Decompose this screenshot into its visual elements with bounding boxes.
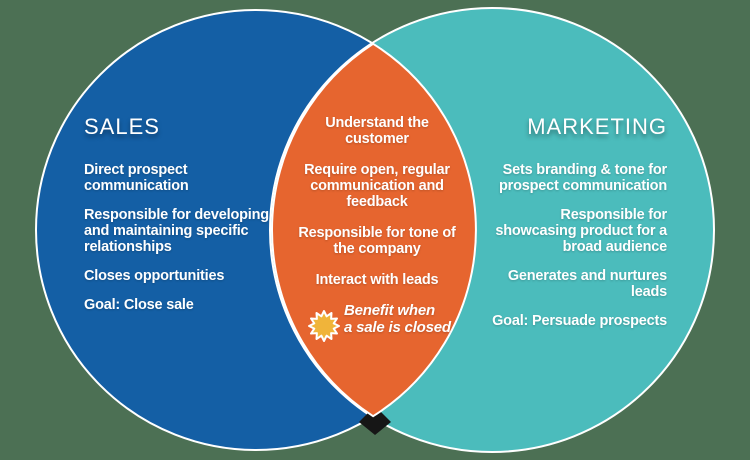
overlap-item-1: Understand the customer <box>277 115 477 147</box>
text-line: Responsible for tone of <box>298 225 456 241</box>
marketing-item-1: Sets branding & tone for prospect commun… <box>457 162 667 194</box>
sales-item-1: Direct prospect communication <box>84 162 294 194</box>
overlap-item-4: Interact with leads <box>277 272 477 288</box>
text-line: Benefit when <box>344 302 435 319</box>
text-line: Responsible for <box>560 207 667 223</box>
text-line: Responsible for developing <box>84 207 269 223</box>
text-line: Understand the <box>325 115 429 131</box>
overlap-region-content: Understand the customer Require open, re… <box>277 115 477 303</box>
text-line: Goal: Persuade prospects <box>492 313 667 329</box>
overlap-item-3: Responsible for tone of the company <box>277 225 477 257</box>
text-line: the company <box>333 241 421 257</box>
text-line: leads <box>630 284 667 300</box>
marketing-region-content: MARKETING Sets branding & tone for prosp… <box>457 112 667 342</box>
marketing-item-4: Goal: Persuade prospects <box>457 313 667 329</box>
text-line: showcasing product for a <box>495 223 667 239</box>
benefit-callout: Benefit when a sale is closed <box>344 302 451 336</box>
marketing-item-3: Generates and nurtures leads <box>457 268 667 300</box>
text-line: prospect communication <box>498 178 667 194</box>
text-line: communication <box>84 178 189 194</box>
text-line: feedback <box>346 194 408 210</box>
text-line: Generates and nurtures <box>507 268 667 284</box>
text-line: Interact with leads <box>315 272 439 288</box>
sales-item-4: Goal: Close sale <box>84 297 294 313</box>
overlap-shadow <box>359 406 391 435</box>
sales-region-content: SALES Direct prospect communication Resp… <box>84 112 294 326</box>
sales-item-2: Responsible for developing and maintaini… <box>84 207 294 255</box>
marketing-item-2: Responsible for showcasing product for a… <box>457 207 667 255</box>
text-line: broad audience <box>562 239 668 255</box>
text-line: a sale is closed <box>344 318 451 336</box>
text-line: communication and <box>310 178 444 194</box>
starburst-icon <box>308 310 340 342</box>
text-line: customer <box>345 131 409 147</box>
sales-item-3: Closes opportunities <box>84 268 294 284</box>
text-line: relationships <box>84 239 172 255</box>
text-line: Closes opportunities <box>84 268 225 284</box>
text-line: Direct prospect <box>84 162 188 178</box>
overlap-item-2: Require open, regular communication and … <box>277 162 477 210</box>
text-line: Goal: Close sale <box>84 297 194 313</box>
text-line: Require open, regular <box>304 162 450 178</box>
sales-title: SALES <box>84 114 160 139</box>
text-line: and maintaining specific <box>84 223 249 239</box>
marketing-title: MARKETING <box>527 114 667 139</box>
text-line: Sets branding & tone for <box>502 162 668 178</box>
